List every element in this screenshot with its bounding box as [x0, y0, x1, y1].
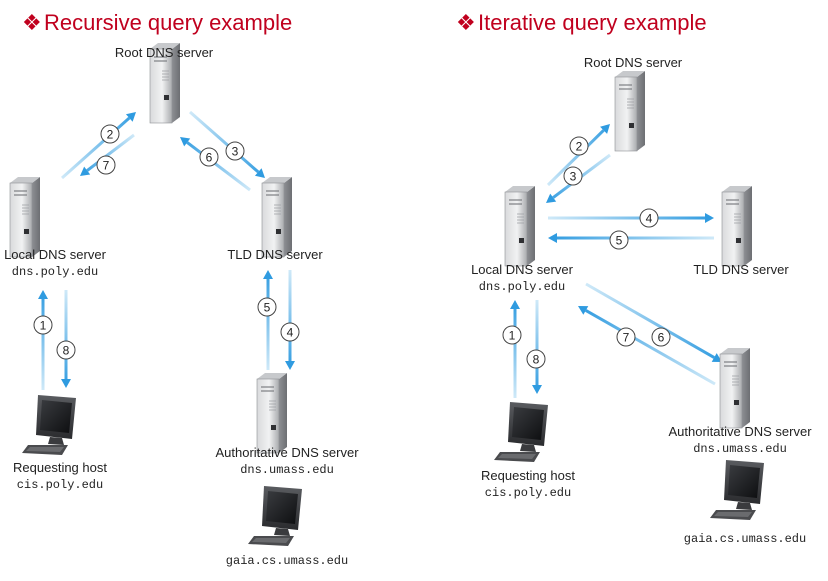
- svg-text:7: 7: [623, 331, 630, 345]
- iter-step-3: 3: [563, 166, 583, 186]
- rec-arrow-7: [80, 133, 135, 176]
- svg-text:4: 4: [646, 212, 653, 226]
- rec-step-7: 7: [96, 155, 116, 175]
- iter-arrow-8: [532, 300, 542, 394]
- iterative-local-label: Local DNS server: [471, 262, 573, 277]
- svg-text:8: 8: [63, 344, 70, 358]
- rec-arrow-3: [189, 110, 265, 178]
- iter-step-7: 7: [616, 327, 636, 347]
- recursive-requesting-host: cis.poly.edu: [16, 478, 104, 492]
- iter-arrow-1: [510, 300, 520, 398]
- iterative-target-host: gaia.cs.umass.edu: [683, 532, 807, 546]
- root-server-icon: [149, 43, 180, 124]
- iterative-auth-label: Authoritative DNS server: [668, 424, 812, 439]
- tld-server-icon: [261, 177, 292, 258]
- recursive-local-label: Local DNS server: [4, 247, 106, 262]
- diamond-bullet-icon: ❖: [22, 10, 42, 35]
- iter-arrow-4: [548, 213, 714, 223]
- rec-arrow-6: [180, 137, 251, 192]
- iter-arrow-2: [546, 124, 610, 187]
- rec-arrow-4: [285, 270, 295, 370]
- iterative-title-text: Iterative query example: [478, 10, 707, 35]
- recursive-requesting-label: Requesting host: [13, 460, 107, 475]
- recursive-target-host: gaia.cs.umass.edu: [225, 554, 349, 568]
- requesting-host-icon: [22, 395, 76, 455]
- iter-step-6: 6: [651, 327, 671, 347]
- rec-step-4: 4: [280, 322, 300, 342]
- rec-step-2: 2: [100, 124, 120, 144]
- iter-step-5: 5: [609, 230, 629, 250]
- rec-step-8: 8: [56, 340, 76, 360]
- svg-text:1: 1: [40, 319, 47, 333]
- svg-text:6: 6: [206, 151, 213, 165]
- svg-text:5: 5: [616, 234, 623, 248]
- auth-server-icon: [256, 373, 287, 454]
- iter-root-server-icon: [614, 71, 645, 152]
- recursive-tld-label: TLD DNS server: [227, 247, 323, 262]
- rec-arrow-2: [61, 112, 136, 180]
- svg-text:3: 3: [232, 145, 239, 159]
- iter-requesting-host-icon: [494, 402, 548, 462]
- svg-text:4: 4: [287, 326, 294, 340]
- svg-text:7: 7: [103, 159, 110, 173]
- diamond-bullet-icon: ❖: [456, 10, 476, 35]
- target-host-icon: [248, 486, 302, 546]
- iter-step-4: 4: [639, 208, 659, 228]
- local-server-icon: [9, 177, 40, 258]
- rec-step-1: 1: [33, 315, 53, 335]
- svg-text:6: 6: [658, 331, 665, 345]
- iter-auth-server-icon: [719, 348, 750, 429]
- recursive-title-text: Recursive query example: [44, 10, 293, 35]
- iter-arrow-5: [548, 233, 714, 243]
- iter-tld-server-icon: [721, 186, 752, 267]
- recursive-auth-label: Authoritative DNS server: [215, 445, 359, 460]
- iter-step-8: 8: [526, 349, 546, 369]
- rec-step-6: 6: [199, 147, 219, 167]
- iter-local-server-icon: [504, 186, 535, 267]
- iter-step-1: 1: [502, 325, 522, 345]
- rec-step-5: 5: [257, 297, 277, 317]
- recursive-title: ❖Recursive query example: [22, 10, 292, 36]
- rec-arrow-8: [61, 290, 71, 388]
- iterative-auth-host: dns.umass.edu: [693, 442, 787, 456]
- iter-target-host-icon: [710, 460, 764, 520]
- iterative-requesting-host: cis.poly.edu: [484, 486, 572, 500]
- svg-text:3: 3: [570, 170, 577, 184]
- rec-arrow-1: [38, 290, 48, 390]
- iter-step-2: 2: [569, 136, 589, 156]
- svg-text:2: 2: [576, 140, 583, 154]
- iterative-local-host: dns.poly.edu: [478, 280, 566, 294]
- recursive-local-host: dns.poly.edu: [11, 265, 99, 279]
- svg-text:1: 1: [509, 329, 516, 343]
- iterative-root-label: Root DNS server: [583, 55, 683, 70]
- recursive-auth-host: dns.umass.edu: [240, 463, 334, 477]
- svg-text:5: 5: [264, 301, 271, 315]
- rec-arrow-5: [263, 270, 273, 370]
- iterative-requesting-label: Requesting host: [481, 468, 575, 483]
- recursive-root-label: Root DNS server: [114, 45, 214, 60]
- svg-text:2: 2: [107, 128, 114, 142]
- iterative-title: ❖Iterative query example: [456, 10, 707, 36]
- rec-step-3: 3: [225, 141, 245, 161]
- iter-arrow-6: [585, 282, 722, 362]
- iterative-tld-label: TLD DNS server: [693, 262, 789, 277]
- svg-text:8: 8: [533, 353, 540, 367]
- iter-arrow-7: [578, 306, 716, 386]
